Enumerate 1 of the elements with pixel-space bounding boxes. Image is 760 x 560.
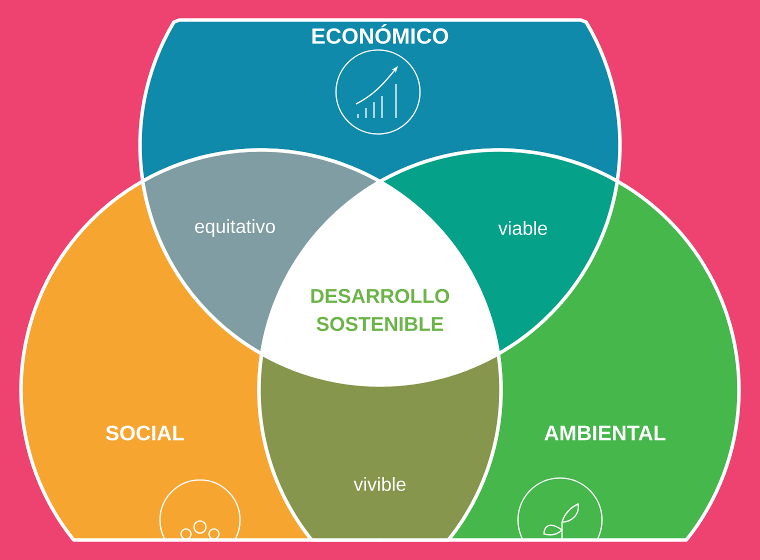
overlap-region: vivible: [257, 352, 503, 542]
